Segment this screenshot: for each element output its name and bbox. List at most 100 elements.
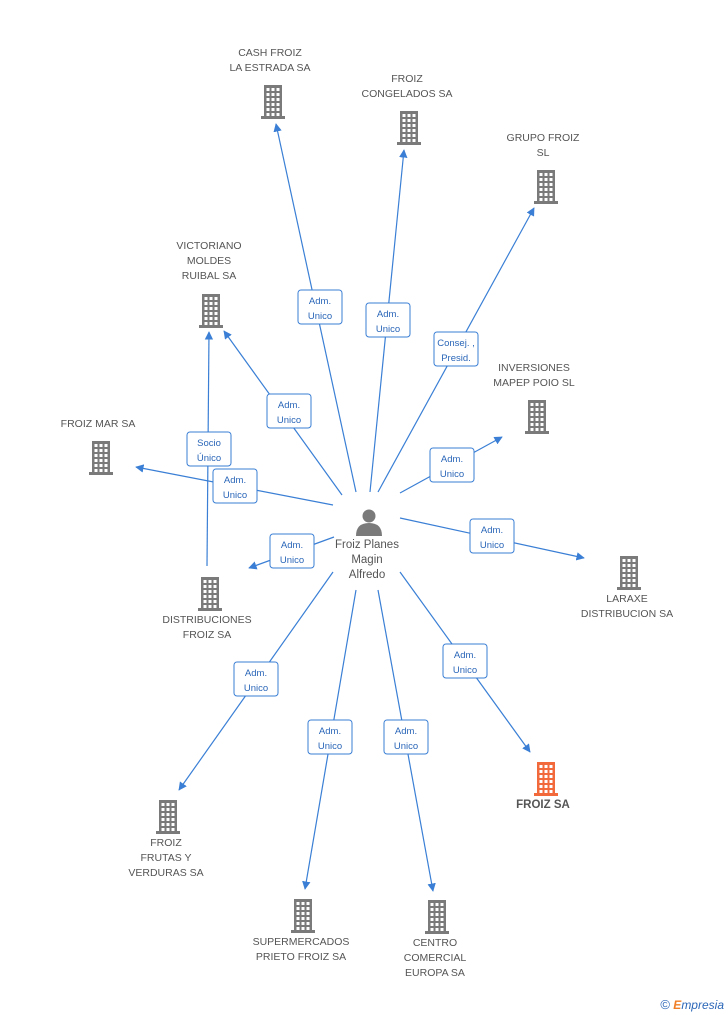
edge-label-text: Unico (376, 324, 400, 335)
node-label: FROIZ MAR SA (61, 418, 136, 430)
node-label: EUROPA SA (405, 967, 465, 979)
edge-label-box (433, 331, 479, 367)
edge-label-text: Unico (394, 741, 418, 752)
edge-label-text: Adm. (441, 454, 463, 465)
edge-label-text: Unico (308, 311, 332, 322)
node-label: SUPERMERCADOS (253, 936, 350, 948)
edge-label-text: Unico (480, 540, 504, 551)
edge-label-text: Adm. (377, 309, 399, 320)
building-icon (534, 762, 558, 796)
edge-label-box (442, 643, 488, 679)
edge-label-text: Unico (453, 665, 477, 676)
node-label: LARAXE (606, 593, 647, 605)
edge-label-grupo-froiz[interactable]: Consej. , Presid. (433, 331, 479, 367)
node-laraxe[interactable]: LARAXE DISTRIBUCION SA (581, 556, 673, 620)
node-froiz-sa[interactable]: FROIZ SA (516, 762, 570, 811)
edge-label-victoriano[interactable]: Adm. Unico (266, 393, 312, 429)
edge-label-froiz-congelados[interactable]: Adm. Unico (365, 302, 411, 338)
node-label: MAPEP POIO SL (493, 377, 575, 389)
node-label: FROIZ (150, 837, 182, 849)
node-label: DISTRIBUCION SA (581, 608, 673, 620)
edge-label-text: Adm. (454, 650, 476, 661)
edge-label-box (186, 431, 232, 467)
edge-label-laraxe[interactable]: Adm. Unico (469, 518, 515, 554)
edge-label-text: Adm. (245, 668, 267, 679)
edge-label-box (233, 661, 279, 697)
node-label: FROIZ (391, 73, 423, 85)
edge-label-text: Presid. (441, 353, 471, 364)
edge-label-froiz-mar[interactable]: Adm.Unico (212, 468, 258, 504)
edge-label-text: Adm. (278, 400, 300, 411)
node-label: FROIZ SA (516, 799, 570, 811)
copyright-symbol: © (660, 997, 670, 1012)
edge-label-distribuciones[interactable]: Adm. Unico (269, 533, 315, 569)
edge-label-text: Unico (277, 415, 301, 426)
edge-label-centro-comercial[interactable]: Adm. Unico (383, 719, 429, 755)
person-name-line: Alfredo (349, 569, 385, 581)
edge-label-text: Adm. (309, 296, 331, 307)
node-label: INVERSIONES (498, 362, 570, 374)
node-label: LA ESTRADA SA (229, 62, 310, 74)
person-name-line: Froiz Planes (335, 539, 399, 551)
edge-label-box (469, 518, 515, 554)
edge-label-box (429, 447, 475, 483)
node-label: FROIZ SA (183, 629, 231, 641)
edge-label-box (365, 302, 411, 338)
edge-label-froiz-sa[interactable]: Adm. Unico (442, 643, 488, 679)
edge-label-text: Unico (223, 490, 247, 501)
node-distribuciones[interactable]: DISTRIBUCIONES FROIZ SA (162, 577, 252, 641)
nodes-layer: CASH FROIZ LA ESTRADA SA FROIZ CONGELADOS S… (61, 47, 673, 979)
node-label: COMERCIAL (404, 952, 467, 964)
building-icon (397, 111, 421, 145)
node-victoriano[interactable]: VICTORIANO MOLDES RUIBAL SA (176, 240, 242, 328)
building-icon (261, 85, 285, 119)
person-icon (356, 509, 382, 536)
node-froiz-congelados[interactable]: FROIZ CONGELADOS SA (361, 73, 453, 145)
edge-label-box (383, 719, 429, 755)
building-icon (525, 400, 549, 434)
building-icon (534, 170, 558, 204)
edge-label-cash-froiz[interactable]: Adm. Unico (297, 289, 343, 325)
node-centro-comercial[interactable]: CENTRO COMERCIAL EUROPA SA (404, 900, 467, 979)
edge-label-text: Adm. (319, 726, 341, 737)
brand-name: mpresia (681, 998, 724, 1012)
edge-label-froiz-frutas[interactable]: Adm. Unico (233, 661, 279, 697)
edge-label-box (297, 289, 343, 325)
node-cash-froiz[interactable]: CASH FROIZ LA ESTRADA SA (229, 47, 311, 119)
edge-label-supermercados[interactable]: Adm.Unico (307, 719, 353, 755)
edge-label-box (266, 393, 312, 429)
node-inversiones[interactable]: INVERSIONES MAPEP POIO SL (493, 362, 575, 434)
edge-label-text: Adm. (395, 726, 417, 737)
node-label: CENTRO (413, 937, 457, 949)
edge-label-text: Unico (280, 555, 304, 566)
edge-label-inversiones[interactable]: Adm.Unico (429, 447, 475, 483)
building-icon (199, 294, 223, 328)
edge-label-text: Adm. (481, 525, 503, 536)
node-label: FRUTAS Y (141, 852, 192, 864)
node-froiz-mar[interactable]: FROIZ MAR SA (61, 418, 136, 475)
building-icon (89, 441, 113, 475)
edge-label-text: Adm. (281, 540, 303, 551)
edge-label-text: Consej. , (437, 338, 475, 349)
node-label: MOLDES (187, 255, 231, 267)
edge-label-text: Unico (244, 683, 268, 694)
node-label: RUIBAL SA (182, 270, 236, 282)
edge-label-box (212, 468, 258, 504)
building-icon (156, 800, 180, 834)
footer-brand[interactable]: © Empresia (660, 997, 724, 1012)
building-icon (617, 556, 641, 590)
node-label: CASH FROIZ (238, 47, 302, 59)
node-label: VICTORIANO (176, 240, 241, 252)
node-label: DISTRIBUCIONES (162, 614, 251, 626)
building-icon (291, 899, 315, 933)
edge-label-text: Socio (197, 438, 221, 449)
node-label: SL (537, 147, 550, 159)
node-label: CONGELADOS SA (361, 88, 452, 100)
